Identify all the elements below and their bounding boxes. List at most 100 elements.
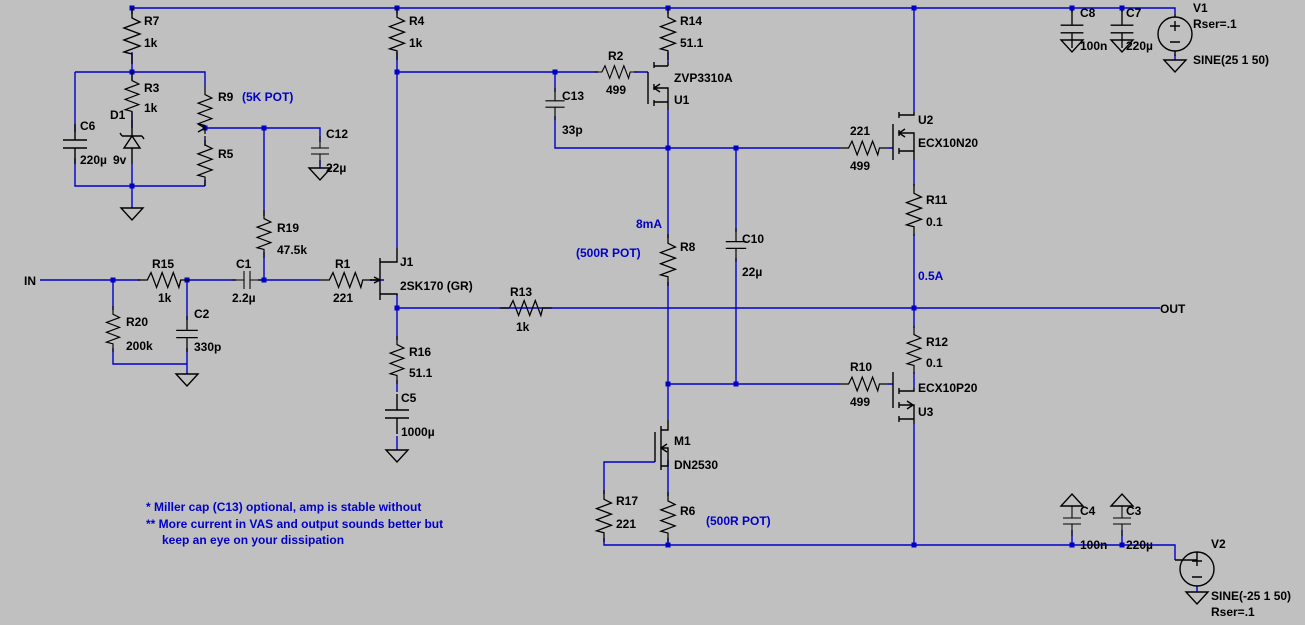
vas-current-label: 8mA bbox=[636, 217, 662, 231]
note-line-3: keep an eye on your dissipation bbox=[162, 533, 344, 547]
m1-nmosfet[interactable] bbox=[654, 420, 669, 470]
r12-value: 0.1 bbox=[926, 356, 943, 370]
v1-rser: Rser=.1 bbox=[1193, 17, 1237, 31]
v1-ref: V1 bbox=[1193, 1, 1208, 15]
r3-ref: R3 bbox=[144, 81, 160, 95]
r10-resistor[interactable] bbox=[839, 376, 889, 392]
r20-ref: R20 bbox=[126, 315, 148, 329]
c3-value: 220µ bbox=[1126, 538, 1153, 552]
c6-ref: C6 bbox=[80, 119, 96, 133]
r1-resistor[interactable] bbox=[319, 271, 373, 289]
c2-value: 330p bbox=[194, 340, 221, 354]
j1-ref: J1 bbox=[400, 255, 414, 269]
r8-potentiometer[interactable] bbox=[659, 233, 677, 287]
r2-ref: R2 bbox=[608, 49, 624, 63]
v2-value: SINE(-25 1 50) bbox=[1211, 589, 1291, 603]
r17-resistor[interactable] bbox=[595, 489, 613, 543]
r221-ref: 221 bbox=[850, 124, 870, 138]
u2-value: ECX10N20 bbox=[918, 136, 978, 150]
u2-nmosfet[interactable] bbox=[892, 112, 915, 160]
j1-jfet[interactable] bbox=[370, 248, 398, 300]
c7-value: 220µ bbox=[1126, 39, 1153, 53]
ground-icon bbox=[175, 373, 199, 387]
u1-ref: U1 bbox=[674, 93, 690, 107]
r12-ref: R12 bbox=[926, 335, 948, 349]
c5-value: 1000µ bbox=[401, 425, 435, 439]
r11-resistor[interactable] bbox=[905, 183, 923, 237]
c13-value: 33p bbox=[562, 123, 583, 137]
r2-resistor[interactable] bbox=[593, 65, 639, 79]
c10-ref: C10 bbox=[742, 232, 764, 246]
v1-source[interactable] bbox=[1157, 14, 1193, 56]
r6-ref: R6 bbox=[680, 504, 696, 518]
r11-value: 0.1 bbox=[926, 215, 943, 229]
d1-zener[interactable] bbox=[119, 120, 145, 164]
r15-value: 1k bbox=[158, 291, 172, 305]
u1-pmosfet[interactable] bbox=[647, 62, 669, 110]
r9-potentiometer[interactable] bbox=[197, 85, 213, 135]
u3-pmosfet[interactable] bbox=[892, 372, 915, 424]
v2-ref: V2 bbox=[1211, 537, 1226, 551]
r17-value: 221 bbox=[616, 517, 636, 531]
component-labels: R7 1k R3 1k D1 9v C6 220µ R9 (5K POT) R5… bbox=[24, 1, 1291, 619]
r7-resistor[interactable] bbox=[123, 7, 141, 65]
r7-value: 1k bbox=[144, 36, 158, 50]
r7-ref: R7 bbox=[144, 14, 160, 28]
v2-rser: Rser=.1 bbox=[1211, 605, 1255, 619]
ground-icon bbox=[120, 207, 144, 221]
r10-value: 499 bbox=[850, 395, 870, 409]
r4-resistor[interactable] bbox=[388, 7, 406, 61]
c10-value: 22µ bbox=[742, 265, 762, 279]
u3-ref: U3 bbox=[918, 405, 934, 419]
r1-ref: R1 bbox=[335, 257, 351, 271]
ground-icon bbox=[1109, 492, 1135, 507]
r14-resistor[interactable] bbox=[659, 7, 677, 61]
r16-resistor[interactable] bbox=[389, 335, 405, 385]
r16-value: 51.1 bbox=[409, 366, 433, 380]
r9-ref: R9 bbox=[218, 90, 234, 104]
c4-capacitor[interactable] bbox=[1062, 505, 1082, 537]
d1-value: 9v bbox=[113, 153, 127, 167]
c1-value: 2.2µ bbox=[232, 291, 256, 305]
r3-resistor[interactable] bbox=[124, 71, 140, 121]
c1-capacitor[interactable] bbox=[231, 270, 263, 290]
r6-potentiometer[interactable] bbox=[660, 491, 676, 543]
r14-ref: R14 bbox=[680, 14, 702, 28]
r9-wiper-icon bbox=[197, 123, 206, 133]
r19-ref: R19 bbox=[277, 221, 299, 235]
c2-ref: C2 bbox=[194, 307, 210, 321]
c8-ref: C8 bbox=[1080, 6, 1096, 20]
note-line-2: ** More current in VAS and output sounds… bbox=[146, 517, 443, 531]
r19-resistor[interactable] bbox=[256, 209, 272, 259]
v2-source[interactable] bbox=[1175, 551, 1215, 587]
r221-value: 499 bbox=[850, 159, 870, 173]
notes: * Miller cap (C13) optional, amp is stab… bbox=[146, 500, 443, 547]
r221-resistor[interactable] bbox=[839, 140, 889, 156]
r13-value: 1k bbox=[516, 320, 530, 334]
r15-ref: R15 bbox=[152, 257, 174, 271]
c12-value: 22µ bbox=[326, 161, 346, 175]
r14-value: 51.1 bbox=[680, 36, 704, 50]
r5-ref: R5 bbox=[218, 147, 234, 161]
u3-value: ECX10P20 bbox=[918, 381, 978, 395]
c6-value: 220µ bbox=[80, 153, 107, 167]
r11-ref: R11 bbox=[926, 193, 948, 207]
r9-value: (5K POT) bbox=[242, 90, 293, 104]
r19-value: 47.5k bbox=[277, 243, 307, 257]
c7-ref: C7 bbox=[1126, 6, 1142, 20]
in-net-label: IN bbox=[24, 274, 36, 288]
r12-resistor[interactable] bbox=[906, 325, 922, 375]
out-net-label: OUT bbox=[1160, 302, 1186, 316]
ground-icon bbox=[1059, 492, 1085, 507]
r6-value: (500R POT) bbox=[706, 514, 771, 528]
r17-ref: R17 bbox=[616, 494, 638, 508]
u1-value: ZVP3310A bbox=[674, 71, 733, 85]
r20-value: 200k bbox=[126, 339, 153, 353]
c1-ref: C1 bbox=[236, 257, 252, 271]
r13-ref: R13 bbox=[510, 285, 532, 299]
c4-ref: C4 bbox=[1080, 504, 1096, 518]
r20-resistor[interactable] bbox=[105, 305, 121, 353]
r5-potentiometer[interactable] bbox=[197, 135, 213, 187]
r8-ref: R8 bbox=[680, 240, 696, 254]
r15-resistor[interactable] bbox=[137, 271, 191, 289]
